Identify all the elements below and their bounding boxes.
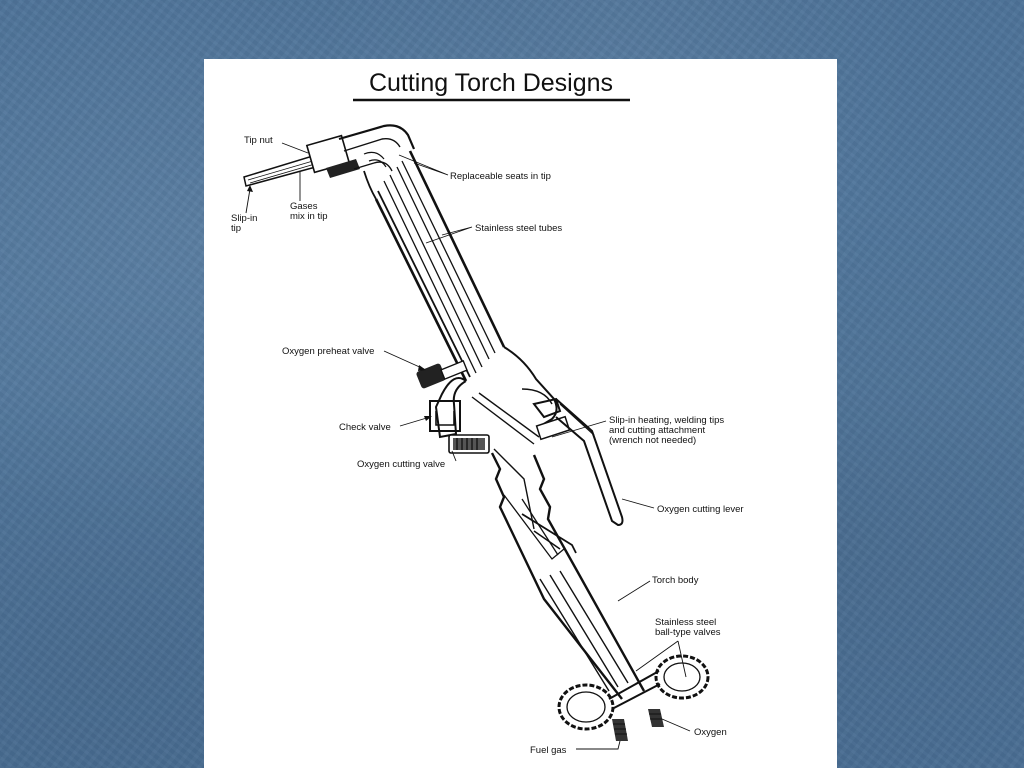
label-tip-nut-text: Tip nut <box>244 135 273 146</box>
label-oxygen-preheat-valve-text: Oxygen preheat valve <box>282 346 374 357</box>
label-torch-body: Torch body <box>617 575 699 602</box>
label-oxygen: Oxygen <box>661 718 727 738</box>
ball-type-valves-shape <box>557 654 710 741</box>
cutting-torch-diagram: Cutting Torch Designs <box>231 69 744 756</box>
label-gases-mix: Gases mix in tip <box>290 171 327 222</box>
label-fuel-gas-text: Fuel gas <box>530 745 567 756</box>
label-oxygen-cutting-valve-text: Oxygen cutting valve <box>357 459 445 470</box>
label-ball-valves-text-1: Stainless steel <box>655 617 716 628</box>
label-fuel-gas: Fuel gas <box>530 740 621 756</box>
label-oxygen-cutting-valve: Oxygen cutting valve <box>357 450 457 470</box>
label-slip-in-heating: Slip-in heating, welding tips and cuttin… <box>551 415 724 446</box>
label-gases-mix-text-2: mix in tip <box>290 211 327 222</box>
stainless-steel-tubes-shape <box>374 150 506 382</box>
label-replaceable-seats: Replaceable seats in tip <box>398 154 551 182</box>
oxygen-cutting-lever-shape <box>555 398 624 527</box>
label-slip-in-tip-text-1: Slip-in <box>231 213 257 224</box>
label-gases-mix-text-1: Gases <box>290 201 318 212</box>
label-check-valve: Check valve <box>339 416 432 433</box>
label-oxygen-text: Oxygen <box>694 727 727 738</box>
torch-body-shape <box>490 452 646 700</box>
label-oxygen-cutting-lever-text: Oxygen cutting lever <box>657 504 744 515</box>
diagram-title: Cutting Torch Designs <box>369 69 613 97</box>
label-torch-body-text: Torch body <box>652 575 699 586</box>
valve-block-shape <box>416 346 571 530</box>
label-slip-in-tip-text-2: tip <box>231 223 241 234</box>
label-stainless-tubes-text: Stainless steel tubes <box>475 223 562 234</box>
label-slip-in-heating-text-2: and cutting attachment <box>609 425 705 436</box>
torch-illustration <box>243 124 710 741</box>
diagram-panel: Cutting Torch Designs <box>204 59 837 768</box>
label-check-valve-text: Check valve <box>339 422 391 433</box>
label-slip-in-tip: Slip-in tip <box>231 185 257 234</box>
label-slip-in-heating-text-1: Slip-in heating, welding tips <box>609 415 724 426</box>
label-oxygen-preheat-valve: Oxygen preheat valve <box>282 346 426 371</box>
label-tip-nut: Tip nut <box>244 135 309 154</box>
torch-head-shape <box>338 124 416 200</box>
label-slip-in-heating-text-3: (wrench not needed) <box>609 435 696 446</box>
label-ball-valves-text-2: ball-type valves <box>655 627 721 638</box>
label-oxygen-cutting-lever: Oxygen cutting lever <box>621 498 744 515</box>
slip-in-tip-shape <box>243 134 360 187</box>
label-ball-valves: Stainless steel ball-type valves <box>635 617 721 678</box>
label-stainless-tubes: Stainless steel tubes <box>425 223 562 244</box>
label-replaceable-seats-text: Replaceable seats in tip <box>450 171 551 182</box>
